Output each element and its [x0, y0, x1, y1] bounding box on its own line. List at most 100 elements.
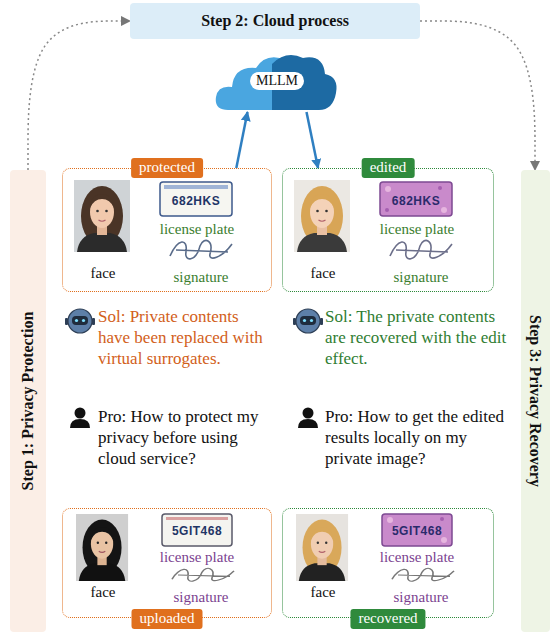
shoulders [297, 233, 347, 252]
photo-bg [296, 514, 348, 581]
plate-body [162, 514, 232, 546]
license-plate-photo [382, 514, 452, 546]
plate-texture [438, 186, 442, 190]
flow-arrow [420, 21, 535, 170]
model-name: MLLM [250, 72, 304, 90]
plate-number: 682HKS [172, 194, 220, 208]
group-tag: edited [362, 158, 415, 178]
robot-eye [82, 319, 85, 322]
plate-strip [164, 185, 228, 189]
image-group-box: uploadedfacelicense platesignature [62, 508, 272, 618]
shoulders [77, 233, 127, 252]
eye [325, 210, 328, 213]
item-label: signature [394, 589, 449, 606]
problem-text: Pro: How to get the edited results local… [325, 406, 513, 469]
solution-text: Sol: The private contents are recovered … [325, 306, 513, 369]
plate-number: 5GIT468 [172, 524, 222, 538]
eye [316, 210, 319, 213]
eye [325, 542, 327, 544]
item-label: license plate [380, 221, 455, 238]
plate-texture [440, 517, 444, 521]
license-plate-photo [162, 514, 232, 546]
face-photo [74, 180, 130, 252]
photo-bg [76, 514, 128, 581]
problem-text: Pro: How to protect my privacy before us… [98, 406, 270, 469]
plate-texture [387, 517, 393, 523]
item-label: face [91, 265, 116, 282]
item-label: face [91, 584, 116, 601]
cloud-icon [216, 55, 337, 110]
upload-arrow [307, 112, 319, 168]
solution-text: Sol: Private contents have been replaced… [98, 306, 270, 369]
license-plate-photo [380, 182, 452, 216]
group-tag: recovered [350, 609, 425, 629]
robot-eye [310, 319, 313, 322]
robot-icon [293, 309, 323, 333]
face-photo [296, 514, 348, 581]
photo-bg [294, 180, 350, 252]
item-label: license plate [380, 549, 455, 566]
robot-eye [75, 319, 78, 322]
mouth [319, 551, 326, 552]
plate-body [382, 514, 452, 546]
fringe [311, 527, 333, 540]
signature-scribble [170, 240, 232, 258]
image-group-box: recoveredfacelicense platesignature [282, 508, 494, 618]
shoulders [79, 563, 126, 581]
robot-visor [72, 316, 88, 325]
plate-texture [441, 207, 447, 213]
step-title: Step 1: Privacy Protection [19, 312, 37, 491]
eye [96, 210, 99, 213]
license-plate-photo [160, 182, 232, 216]
fringe [310, 194, 334, 208]
item-label: signature [174, 269, 229, 286]
plate-body [160, 182, 232, 216]
eye [97, 542, 99, 544]
signature-scribble [390, 240, 452, 258]
face-photo [294, 180, 350, 252]
plate-number: 5GIT468 [392, 524, 442, 538]
step-title: Step 3: Privacy Recovery [526, 315, 544, 487]
mouth [319, 220, 326, 221]
signature-scribble [172, 568, 234, 581]
photo-bg [74, 180, 130, 252]
plate-strip [166, 517, 228, 520]
shoulders [299, 563, 346, 581]
mouth [99, 551, 106, 552]
plate-number: 682HKS [392, 194, 440, 208]
person-body [298, 419, 318, 428]
item-label: face [311, 265, 336, 282]
group-tag: protected [131, 158, 203, 178]
item-label: signature [174, 589, 229, 606]
eye [317, 542, 319, 544]
image-group-box: editedfacelicense platesignature [282, 168, 494, 292]
person-head [75, 408, 86, 419]
person-icon [70, 408, 90, 429]
robot-head [68, 309, 92, 333]
group-tag: uploaded [132, 609, 203, 629]
mouth [99, 220, 106, 221]
image-group-box: protectedfacelicense platesignature [62, 168, 272, 292]
robot-head [296, 309, 320, 333]
fringe [90, 194, 114, 208]
step-band: Step 2: Cloud process [130, 3, 420, 39]
face-photo [76, 514, 128, 581]
flow-arrow [28, 21, 130, 170]
person-body [70, 419, 90, 428]
robot-icon [65, 309, 95, 333]
item-label: face [311, 584, 336, 601]
step-title: Step 2: Cloud process [201, 12, 349, 30]
plate-body [380, 182, 452, 216]
item-label: license plate [160, 221, 235, 238]
item-label: signature [394, 269, 449, 286]
signature-scribble [392, 568, 454, 581]
plate-texture [385, 186, 391, 192]
fringe [91, 527, 113, 540]
upload-arrow [236, 112, 247, 168]
robot-eye [303, 319, 306, 322]
robot-visor [300, 316, 316, 325]
step-band: Step 3: Privacy Recovery [521, 170, 550, 632]
step-band: Step 1: Privacy Protection [10, 170, 46, 632]
mllm-cloud: MLLM [218, 50, 336, 112]
